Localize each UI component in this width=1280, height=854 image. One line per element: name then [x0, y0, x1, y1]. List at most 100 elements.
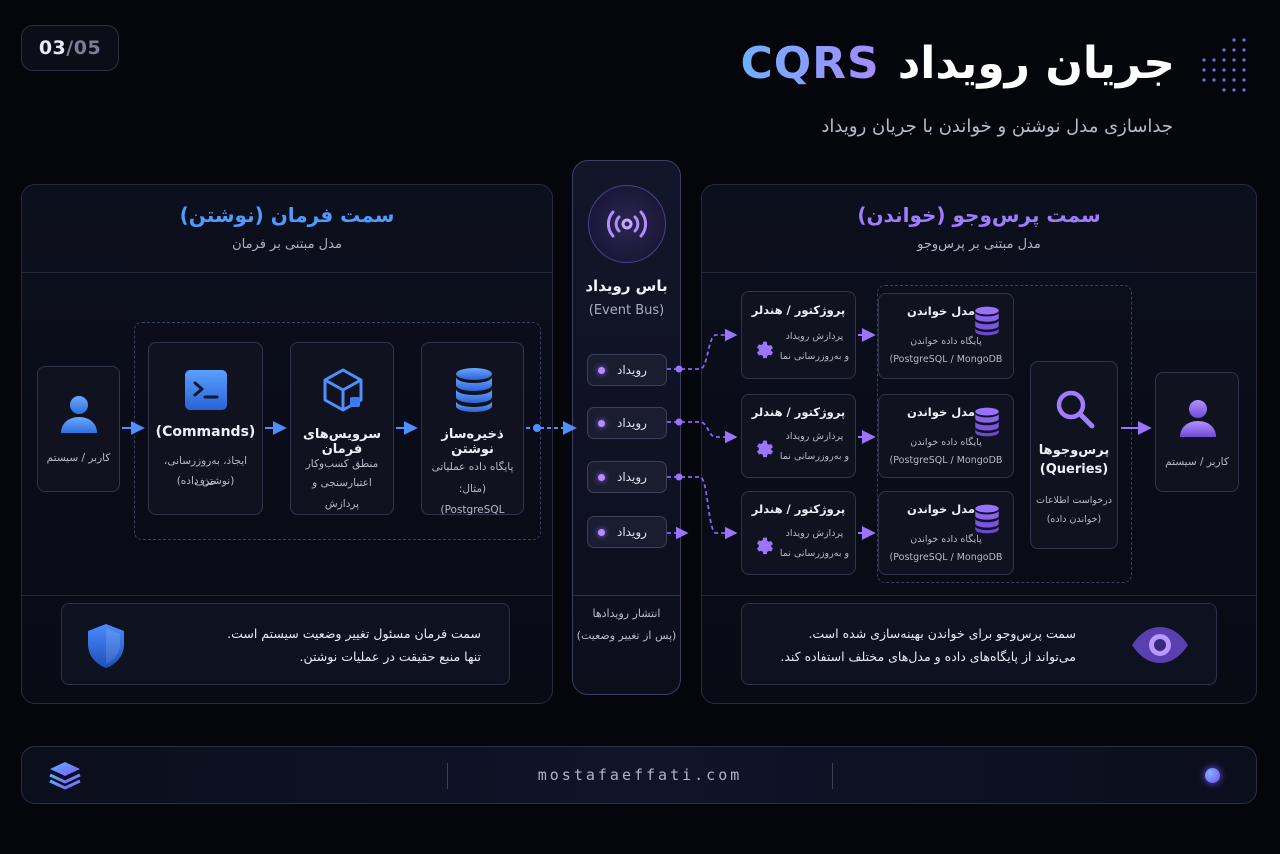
layers-icon [48, 760, 82, 792]
read-model-card: مدل خواندن پایگاه داده خواندن PostgreSQL… [878, 293, 1014, 379]
projector-card: پروژکتور / هندلر پردازش رویداد و به‌روزر… [741, 291, 856, 379]
gear-icon [754, 338, 776, 360]
write-store-title: ذخیره‌ساز نوشتن [441, 427, 504, 457]
query-user-card: کاربر / سیستم [1155, 372, 1239, 492]
read-model-title: مدل خواندن [907, 405, 975, 419]
projector-title: پروژکتور / هندلر [751, 303, 846, 317]
query-read-group [877, 285, 1132, 583]
projector-title: پروژکتور / هندلر [751, 405, 846, 419]
cube-icon [320, 367, 366, 413]
commands-desc-line1: ایجاد، به‌روزرسانی، حذف [163, 455, 248, 488]
page-subtitle: جداسازی مدل نوشتن و خواندن با جریان روید… [821, 116, 1173, 137]
projector-desc-line1: پردازش رویداد [785, 431, 844, 442]
queries-desc-line1: درخواست اطلاعات [1036, 495, 1112, 506]
command-side-note: سمت فرمان مسئول تغییر وضعیت سیستم است. ت… [61, 603, 510, 685]
event-item: رویداد [587, 516, 667, 548]
command-user-label: کاربر / سیستم [46, 452, 111, 464]
database-icon [973, 504, 1001, 534]
title-english: CQRS [740, 38, 880, 89]
read-model-card: مدل خواندن پایگاه داده خواندن PostgreSQL… [878, 491, 1014, 575]
read-model-desc-line1: پایگاه داده خواندن [910, 534, 982, 545]
footer-website[interactable]: mostafaeffati.com [537, 766, 743, 784]
query-note-line1: سمت پرس‌وجو برای خواندن بهینه‌سازی شده ا… [808, 626, 1076, 641]
queries-card: پرس‌وجوها (Queries) درخواست اطلاعات (خوا… [1030, 361, 1118, 549]
read-model-card: مدل خواندن پایگاه داده خواندن PostgreSQL… [878, 394, 1014, 478]
database-icon [453, 367, 495, 413]
footer-divider-left [447, 763, 448, 789]
footer-status-dot [1205, 768, 1220, 783]
event-bus-footer-divider [573, 595, 680, 596]
command-side-header: سمت فرمان (نوشتن) مدل مبتنی بر فرمان [22, 185, 552, 273]
query-side-note: سمت پرس‌وجو برای خواندن بهینه‌سازی شده ا… [741, 603, 1217, 685]
page-total: 05 [73, 37, 102, 59]
command-services-card: سرویس‌های فرمان منطق کسب‌وکار اعتبارسنجی… [290, 342, 394, 515]
commands-title: (Commands) [155, 424, 256, 440]
page-current: 03 [38, 37, 67, 59]
event-label: رویداد [617, 363, 647, 377]
footer-divider-right [832, 763, 833, 789]
event-item: رویداد [587, 461, 667, 493]
projector-card: پروژکتور / هندلر پردازش رویداد و به‌روزر… [741, 394, 856, 478]
projector-desc-line2: و به‌روزرسانی نما [779, 451, 850, 462]
write-store-card: ذخیره‌ساز نوشتن پایگاه داده عملیاتی (مثا… [421, 342, 524, 516]
projector-desc-line1: پردازش رویداد [785, 528, 844, 539]
command-note-line2: تنها منبع حقیقت در عملیات نوشتن. [299, 649, 481, 664]
page-separator: / [66, 37, 74, 59]
read-model-title: مدل خواندن [907, 502, 975, 516]
page-indicator: 03 / 05 [21, 25, 119, 71]
search-icon [1054, 388, 1096, 430]
user-icon [59, 393, 99, 435]
write-store-desc-line2: (مثال: PostgreSQL) [440, 483, 505, 516]
event-item: رویداد [587, 407, 667, 439]
dot-grid-decoration [1202, 38, 1246, 92]
footer-bar: mostafaeffati.com [21, 746, 1257, 804]
query-side-subtitle: مدل مبتنی بر پرس‌وجو [917, 237, 1041, 252]
event-dot [598, 528, 605, 536]
commands-card: (Commands) ایجاد، به‌روزرسانی، حذف (نوشت… [148, 342, 263, 515]
event-label: رویداد [617, 525, 647, 539]
event-dot [598, 419, 605, 427]
query-side-title: سمت پرس‌وجو (خواندن) [857, 203, 1101, 227]
page-title: جریان رویداد CQRS [740, 38, 1175, 89]
query-note-line2: می‌تواند از پایگاه‌های داده و مدل‌های مخ… [780, 649, 1076, 664]
query-footer-divider [702, 595, 1256, 596]
queries-title-en: (Queries) [1039, 462, 1109, 477]
command-services-desc-line1: منطق کسب‌وکار [305, 458, 379, 470]
user-icon [1178, 397, 1218, 439]
event-bus-footer-line1: انتشار رویدادها [592, 607, 661, 620]
projector-desc-line1: پردازش رویداد [785, 331, 844, 342]
gear-icon [754, 437, 776, 459]
event-bus-panel: باس رویداد (Event Bus) رویداد رویداد روی… [572, 160, 681, 695]
write-store-desc-line1: پایگاه داده عملیاتی [431, 461, 514, 473]
read-model-desc-line2: PostgreSQL / MongoDB) [889, 455, 1003, 466]
command-services-desc-line2: اعتبارسنجی و پردازش [312, 477, 372, 510]
eye-icon [1130, 624, 1190, 666]
read-model-desc-line1: پایگاه داده خواندن [910, 336, 982, 347]
event-item: رویداد [587, 354, 667, 386]
projector-title: پروژکتور / هندلر [751, 502, 846, 516]
queries-title: پرس‌وجوها [1038, 443, 1110, 458]
projector-card: پروژکتور / هندلر پردازش رویداد و به‌روزر… [741, 491, 856, 575]
queries-desc-line2: (خواندن داده) [1046, 514, 1102, 525]
command-side-subtitle: مدل مبتنی بر فرمان [232, 237, 342, 252]
read-model-title: مدل خواندن [907, 304, 975, 318]
database-icon [973, 306, 1001, 336]
gear-icon [754, 534, 776, 556]
read-model-desc-line2: PostgreSQL / MongoDB) [889, 552, 1003, 563]
broadcast-icon [588, 185, 666, 263]
terminal-icon [184, 369, 228, 411]
command-note-line1: سمت فرمان مسئول تغییر وضعیت سیستم است. [227, 626, 481, 641]
commands-desc-line2: (نوشتن داده) [176, 475, 235, 487]
event-dot [598, 473, 605, 481]
read-model-desc-line1: پایگاه داده خواندن [910, 437, 982, 448]
event-bus-footer-line2: (پس از تغییر وضعیت) [576, 629, 677, 642]
read-model-desc-line2: PostgreSQL / MongoDB) [889, 354, 1003, 365]
command-user-card: کاربر / سیستم [37, 366, 120, 492]
title-persian: جریان رویداد [897, 38, 1175, 89]
shield-icon [84, 622, 128, 670]
command-services-title: سرویس‌های فرمان [302, 427, 382, 457]
event-bus-subtitle: (Event Bus) [588, 303, 665, 318]
query-side-header: سمت پرس‌وجو (خواندن) مدل مبتنی بر پرس‌وج… [702, 185, 1256, 273]
event-bus-title: باس رویداد [585, 277, 668, 295]
